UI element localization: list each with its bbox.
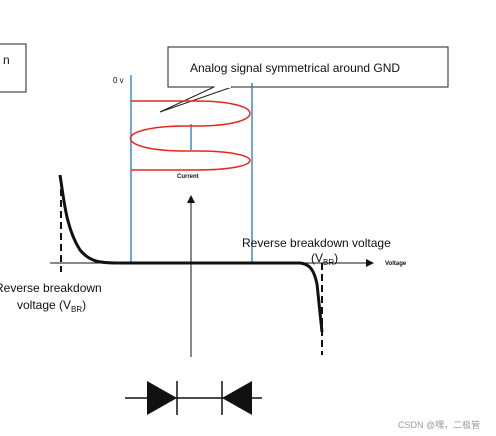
callout-text: Analog signal symmetrical around GND: [190, 61, 400, 75]
current-axis-label: Current: [177, 174, 199, 180]
left-breakdown-label-line1: Reverse breakdown: [0, 281, 102, 295]
callout-box: [167, 46, 449, 88]
left-breakdown-label-line2: voltage (VBR): [17, 298, 86, 314]
analog-signal-waveform: [129, 100, 251, 171]
callout-pointer: [159, 86, 233, 113]
tvs-diode-symbol-icon: [125, 381, 262, 415]
iv-characteristic-curve: [58, 174, 324, 333]
zero-volt-label: 0 v: [113, 76, 124, 85]
partial-textbox-text: n: [3, 53, 10, 67]
voltage-axis-label: Voltage: [385, 261, 407, 267]
right-breakdown-label-line1: Reverse breakdown voltage: [242, 236, 391, 250]
partial-textbox: [0, 43, 27, 93]
right-breakdown-label-line2: (VBR): [311, 251, 338, 267]
watermark-text: CSDN @嘿，二极管: [398, 419, 480, 430]
